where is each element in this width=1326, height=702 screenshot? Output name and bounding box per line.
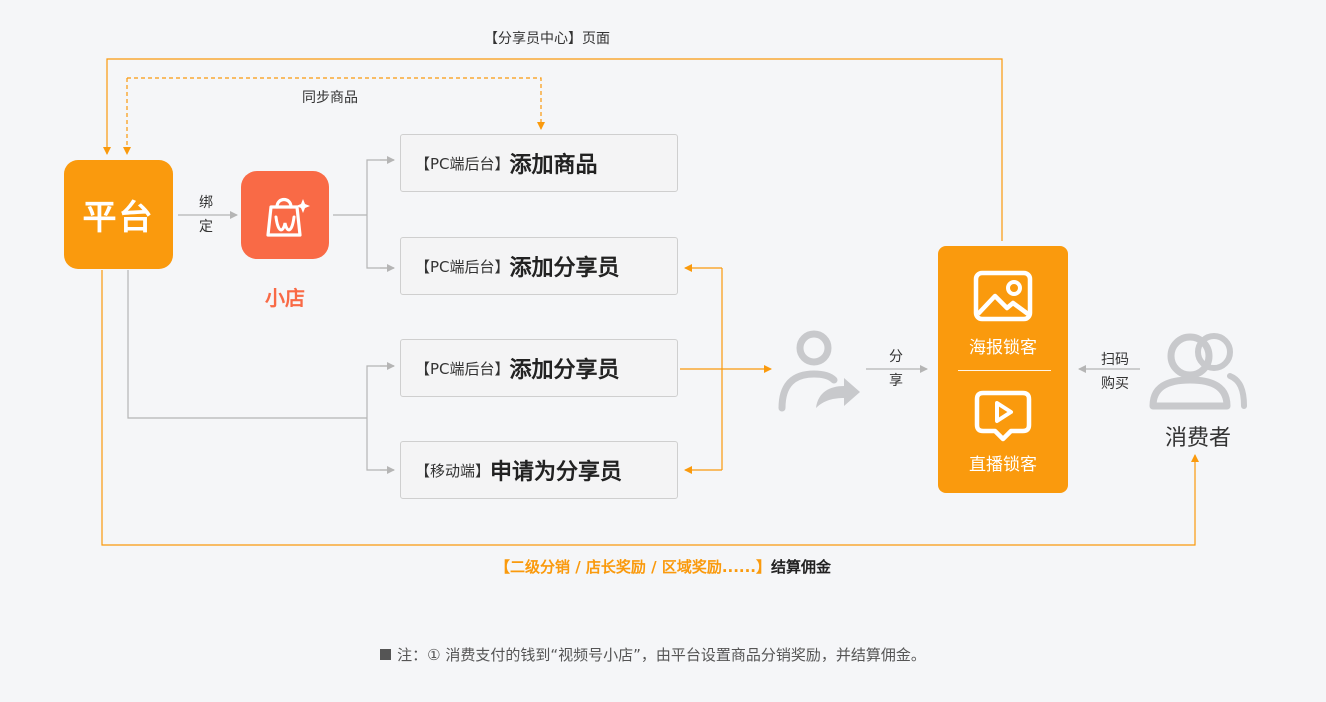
scan-buy-label: 扫码 购买 bbox=[1101, 352, 1129, 392]
shop-branch bbox=[333, 159, 394, 269]
sync-line-right bbox=[127, 77, 545, 130]
platform-node: 平台 bbox=[64, 160, 173, 269]
shop-bag-icon bbox=[266, 197, 310, 237]
poster-lock-label: 海报锁客 bbox=[969, 338, 1037, 358]
consumer-group-icon bbox=[1149, 333, 1247, 410]
top-link-line bbox=[103, 58, 1003, 241]
box-apply-sharer: 【移动端】 申请为分享员 bbox=[400, 441, 678, 499]
bind-label: 绑 定 bbox=[199, 195, 213, 235]
settlement-line bbox=[101, 270, 1199, 546]
platform-label: 平台 bbox=[82, 198, 155, 238]
share-label: 分 享 bbox=[889, 349, 903, 389]
live-lock-label: 直播锁客 bbox=[969, 455, 1037, 475]
sync-label: 同步商品 bbox=[302, 90, 358, 106]
settlement-caption: 【二级分销 / 店长奖励 / 区域奖励......】结算佣金 bbox=[494, 558, 832, 576]
footnote: 注：① 消费支付的钱到“视频号小店”，由平台设置商品分销奖励，并结算佣金。 bbox=[0, 644, 1306, 665]
box-add-product: 【PC端后台】 添加商品 bbox=[400, 134, 678, 192]
note-square-icon bbox=[380, 649, 392, 660]
lock-divider bbox=[958, 370, 1051, 371]
lock-customer-panel: 海报锁客 直播锁客 bbox=[938, 246, 1068, 493]
live-play-icon bbox=[974, 390, 1032, 442]
top-link-label: 【分享员中心】页面 bbox=[484, 31, 610, 47]
sharer-person-icon bbox=[778, 330, 860, 412]
consumer-label: 消费者 bbox=[1164, 426, 1231, 451]
box-add-sharer-1: 【PC端后台】 添加分享员 bbox=[400, 237, 678, 295]
shop-node bbox=[241, 171, 329, 259]
poster-image-icon bbox=[973, 270, 1033, 322]
box-add-sharer-2: 【PC端后台】 添加分享员 bbox=[400, 339, 678, 397]
shop-label: 小店 bbox=[265, 286, 305, 310]
